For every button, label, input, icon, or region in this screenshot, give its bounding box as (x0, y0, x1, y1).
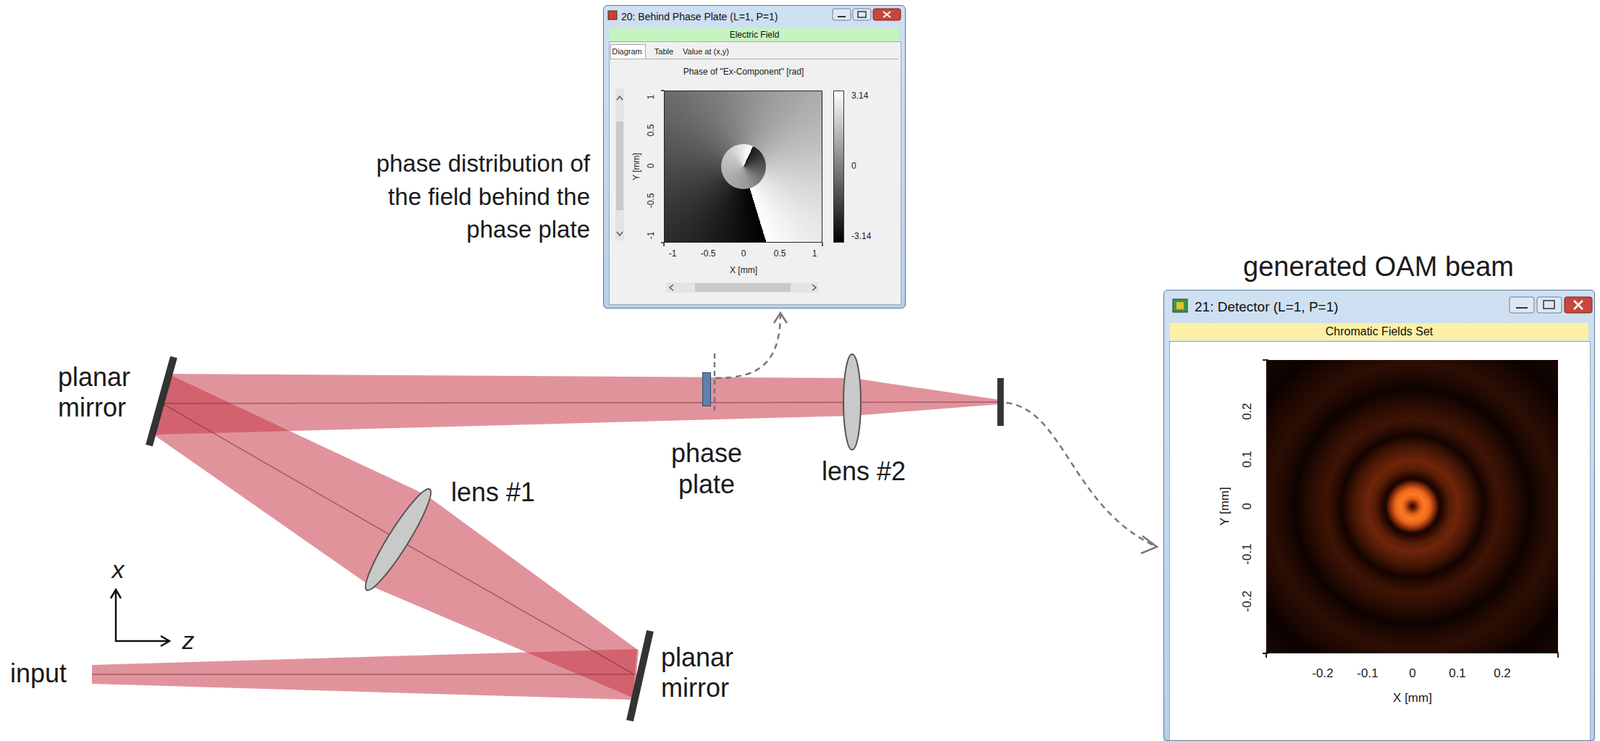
plane-marker (713, 353, 717, 415)
app-window: 20: Behind Phase Plate (L=1, P=1)Electri… (603, 5, 906, 309)
window-title: 21: Detector (L=1, P=1) (1164, 290, 1595, 323)
minimize-button (832, 8, 851, 21)
tick-label: -0.5 (700, 249, 717, 260)
tick-label: 0 (1408, 666, 1416, 681)
part-label: phase plate (671, 437, 743, 500)
planar-mirror (629, 630, 651, 721)
axis-title: Y [mm] (1217, 486, 1233, 526)
tick-label: 0 (646, 163, 657, 169)
window-icon-inner (1176, 301, 1184, 310)
axis-title: Y [mm] (632, 152, 643, 181)
axis-label: z (182, 626, 195, 655)
scroll-thumb-v (616, 121, 624, 210)
maximize-button (1537, 296, 1562, 313)
window-title: 20: Behind Phase Plate (L=1, P=1) (603, 5, 905, 29)
tick-label: 0.1 (1448, 666, 1467, 681)
plot-title: Phase of "Ex-Component" [rad] (683, 67, 805, 78)
tick-label: 0.2 (1493, 666, 1511, 681)
close-glyph (883, 11, 891, 18)
axis-z-head (160, 635, 170, 646)
tick-label: -0.2 (1311, 666, 1333, 681)
part-label: planar mirror (57, 361, 131, 423)
maximize-button (852, 8, 871, 21)
tick-label: 0.1 (1240, 450, 1255, 468)
scroll-left (669, 284, 674, 291)
tick (663, 242, 665, 247)
scroll-right (812, 284, 816, 291)
scroll-down (616, 231, 623, 236)
dashed-callout-arrow (715, 312, 781, 378)
colorbar (833, 90, 845, 243)
tick (660, 89, 664, 92)
tick-label: -0.2 (1240, 590, 1255, 612)
tick-label: -1 (646, 231, 657, 240)
window-icon (1172, 299, 1188, 313)
max-glyph (1543, 300, 1555, 309)
phase-plate: phase plate (702, 372, 711, 407)
close-button (873, 8, 901, 21)
phase-core (721, 144, 766, 189)
tick-label: -0.5 (646, 193, 657, 209)
axis-x-head (110, 589, 121, 599)
tab-strip-line (610, 58, 899, 60)
tick-label: 0.5 (773, 249, 787, 260)
max-glyph (857, 11, 866, 18)
tick-label: -0.1 (1356, 666, 1378, 681)
scroll-thumb-h (695, 283, 791, 292)
tick-label: -1 (668, 249, 677, 260)
callout-note: phase distribution of the field behind t… (359, 146, 591, 247)
axis-title: X [mm] (1392, 690, 1433, 706)
header-band: Electric Field (609, 28, 900, 42)
tick-label: 1 (646, 94, 657, 100)
axis-label: x (112, 555, 125, 584)
tab-label: Diagram (611, 47, 643, 57)
minimize-button (1509, 296, 1535, 313)
tick (1557, 651, 1559, 658)
scroll-up (616, 96, 623, 100)
focused-beam (852, 377, 1000, 416)
header-band: Chromatic Fields Set (1169, 322, 1589, 341)
tick (1265, 651, 1267, 658)
lens-2 (843, 354, 861, 450)
min-glyph (837, 15, 846, 18)
tab-label: Table (654, 47, 674, 57)
optical-axis (91, 401, 1000, 675)
part-label: lens #2 (821, 456, 906, 486)
part-label: lens #1 (451, 477, 536, 507)
tick-label: 0 (1240, 502, 1255, 509)
min-glyph (1516, 306, 1528, 309)
tick-label: 0.2 (1240, 402, 1255, 420)
window-icon (608, 10, 617, 20)
colorbar-label: -3.14 (851, 231, 871, 242)
callout-note: generated OAM beam (1243, 251, 1514, 284)
oam-intensity (1266, 359, 1559, 654)
tick-label: 1 (812, 249, 818, 260)
tick-label: -0.1 (1240, 542, 1255, 564)
colorbar-label: 3.14 (851, 91, 869, 102)
tick (1262, 359, 1269, 361)
colorbar-label: 0 (851, 161, 857, 172)
phase-map (663, 90, 823, 243)
part-label: planar mirror (660, 642, 734, 703)
close-glyph (1573, 300, 1583, 310)
tab-label: Value at (x,y) (682, 47, 730, 57)
planar-mirror (149, 356, 174, 446)
tick-label: 0.5 (646, 124, 657, 137)
leader-arrow (1006, 402, 1156, 546)
axis-x (115, 590, 118, 642)
axis-title: X [mm] (729, 265, 758, 276)
axis-z (115, 640, 170, 643)
leader-arrowhead (1140, 535, 1157, 554)
connector-arrowhead (773, 312, 787, 323)
part-label: input (10, 658, 67, 688)
tick-label: 0 (741, 249, 747, 260)
close-button (1564, 296, 1593, 313)
detector (997, 377, 1005, 426)
beam-to-lens2 (154, 373, 853, 435)
tick (821, 242, 824, 247)
lens-1 (358, 483, 439, 596)
